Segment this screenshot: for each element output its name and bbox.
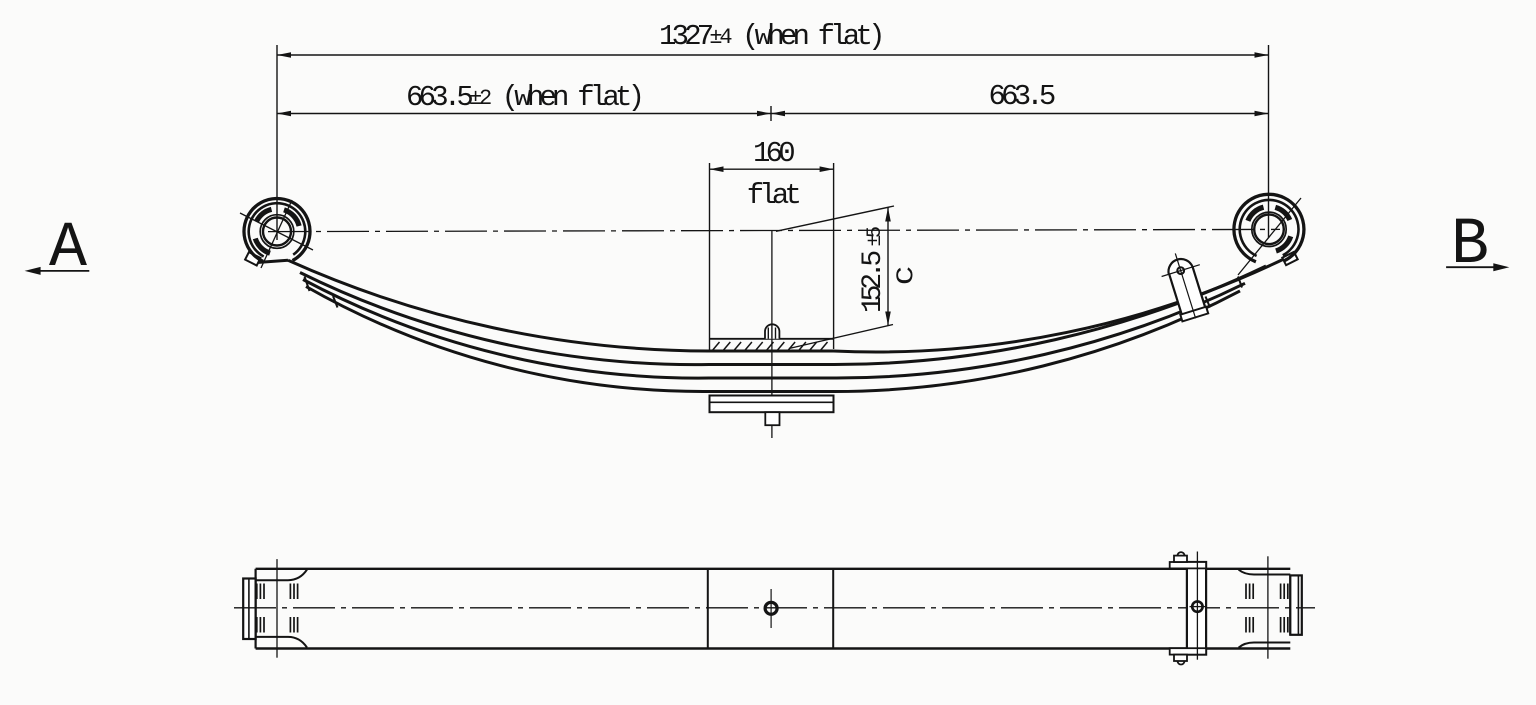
svg-text:1327±4 (when flat): 1327±4 (when flat) bbox=[659, 20, 881, 53]
svg-text:152.5 ±5: 152.5 ±5 bbox=[858, 227, 889, 313]
svg-text:663.5: 663.5 bbox=[988, 80, 1054, 113]
svg-text:160: 160 bbox=[753, 137, 794, 170]
svg-text:B: B bbox=[1451, 207, 1489, 282]
svg-text:663.5±2 (when flat): 663.5±2 (when flat) bbox=[406, 81, 641, 114]
svg-text:A: A bbox=[49, 213, 88, 285]
svg-text:C: C bbox=[894, 266, 921, 285]
svg-text:flat: flat bbox=[747, 179, 800, 212]
